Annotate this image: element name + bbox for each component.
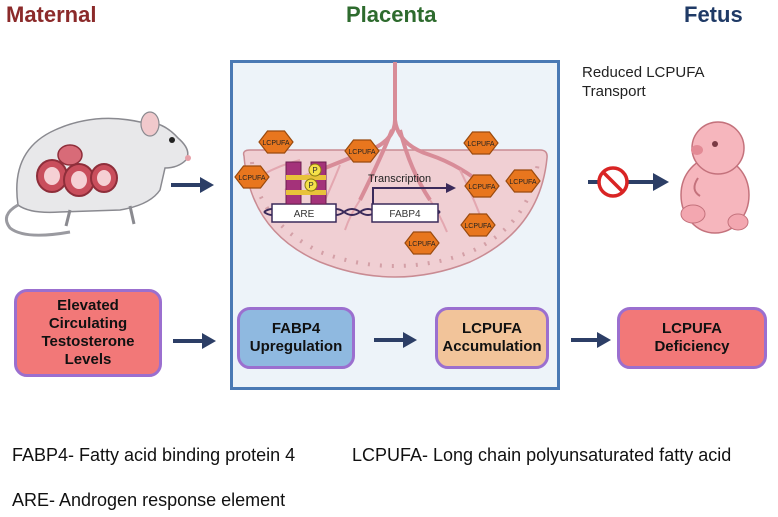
are-label: ARE — [294, 209, 315, 220]
lcpufa-hexagon — [464, 174, 500, 198]
testosterone-label: Elevated Circulating Testosterone Levels — [41, 297, 135, 368]
transcription-arrow — [372, 183, 456, 204]
lcpufa-deficiency-box: LCPUFA Deficiency — [617, 307, 767, 369]
fabp4-gene-box — [371, 203, 439, 223]
lcpufa-hexagon-label: LCPUFA — [467, 141, 495, 148]
fabp4-gene-label: FABP4 — [389, 209, 421, 220]
fabp4-upregulation-label: FABP4 Upregulation — [249, 320, 343, 355]
arrow-lcpufa-to-deficiency — [571, 332, 611, 348]
arrow-fabp4-to-lcpufa — [374, 332, 417, 348]
lcpufa-hexagon-label: LCPUFA — [238, 175, 266, 182]
prohibited-icon — [597, 166, 629, 198]
lcpufa-hexagon — [505, 169, 541, 193]
lcpufa-deficiency-label: LCPUFA Deficiency — [654, 320, 730, 355]
lcpufa-hexagon — [404, 231, 440, 255]
phospho-label-1: P — [312, 166, 317, 175]
lcpufa-hexagon-label: LCPUFA — [262, 140, 290, 147]
fetus-illustration — [680, 121, 750, 234]
uterus-embryos — [36, 144, 118, 197]
fabp4-upregulation-box: FABP4 Upregulation — [237, 307, 355, 369]
lcpufa-hexagon — [460, 213, 496, 237]
lcpufa-hexagon — [463, 131, 499, 155]
transcription-label: Transcription — [368, 173, 431, 185]
lcpufa-hexagons: LCPUFA LCPUFA LCPUFA LCPUFA LCPUFA LCPUFA LCPU… — [234, 130, 541, 255]
lcpufa-hexagon-label: LCPUFA — [509, 179, 537, 186]
phospho-label-2: P — [308, 181, 313, 190]
lcpufa-accumulation-box: LCPUFA Accumulation — [435, 307, 549, 369]
are-gene-box — [271, 203, 337, 223]
maternal-header: Maternal — [6, 2, 97, 27]
lcpufa-accumulation-label: LCPUFA Accumulation — [442, 320, 542, 355]
lcpufa-hexagon — [344, 139, 380, 163]
legend-fabp4: FABP4- Fatty acid binding protein 4 — [12, 445, 296, 465]
lcpufa-hexagon — [258, 130, 294, 154]
elevated-testosterone-box: Elevated Circulating Testosterone Levels — [14, 289, 162, 377]
pregnant-mouse-illustration — [4, 111, 191, 237]
arrow-testosterone-to-fabp4 — [173, 333, 216, 349]
reduced-transport-label: Reduced LCPUFA Transport — [582, 64, 704, 100]
legend-lcpufa: LCPUFA- Long chain polyunsaturated fatty… — [352, 445, 732, 465]
lcpufa-hexagon-label: LCPUFA — [348, 149, 376, 156]
lcpufa-hexagon-label: LCPUFA — [468, 184, 496, 191]
lcpufa-hexagon — [234, 165, 270, 189]
arrow-mother-to-placenta — [171, 177, 214, 193]
lcpufa-hexagon-label: LCPUFA — [464, 223, 492, 230]
androgen-receptor-dimer: P P — [285, 161, 327, 205]
placenta-header: Placenta — [346, 2, 437, 27]
legend-are: ARE- Androgen response element — [12, 490, 286, 510]
lcpufa-hexagon-label: LCPUFA — [408, 241, 436, 248]
fetus-header: Fetus — [684, 2, 743, 27]
